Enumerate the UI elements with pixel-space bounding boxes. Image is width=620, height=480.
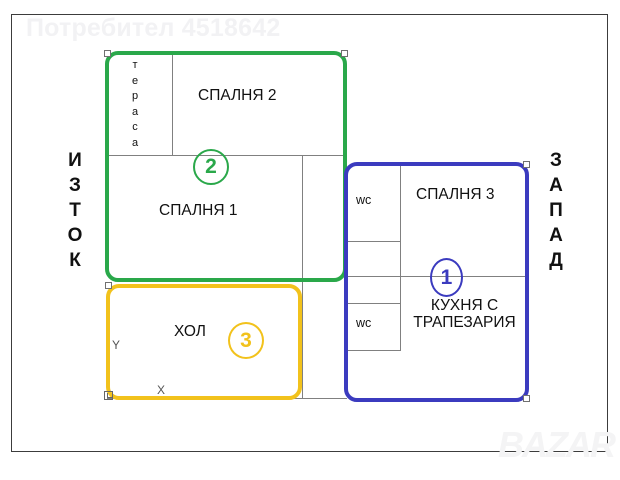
corner-tick-green-tr bbox=[341, 50, 348, 57]
corner-tick-green-tl bbox=[104, 50, 111, 57]
bazar-watermark: BAZAR bbox=[498, 424, 616, 465]
unit-outline-1[interactable] bbox=[344, 162, 529, 402]
room-label-bedroom-3: СПАЛНЯ 3 bbox=[416, 186, 495, 203]
unit-outline-3[interactable] bbox=[106, 284, 302, 400]
corner-tick-yellow-tl bbox=[105, 282, 112, 289]
wall-wc-top-bottom bbox=[346, 241, 401, 243]
room-label-bedroom-1: СПАЛНЯ 1 bbox=[159, 202, 238, 219]
corner-tick-blue-br bbox=[523, 395, 530, 402]
room-label-wc-bottom: wc bbox=[356, 316, 372, 330]
drawing-frame bbox=[11, 14, 608, 452]
unit-badge-1[interactable]: 1 bbox=[430, 258, 463, 297]
wall-bedroom2-bedroom1 bbox=[107, 155, 345, 157]
wall-wc-corridor-2 bbox=[346, 303, 401, 305]
room-label-kitchen-dining: КУХНЯ С ТРАПЕЗАРИЯ bbox=[413, 297, 516, 331]
unit-badge-2[interactable]: 2 bbox=[193, 149, 229, 185]
room-label-wc-top: wc bbox=[356, 193, 372, 207]
room-label-terrace: т е р а с а bbox=[131, 59, 139, 149]
corner-tick-blue-tr bbox=[523, 161, 530, 168]
wall-terrace-divider bbox=[172, 53, 174, 155]
unit-outline-2[interactable] bbox=[105, 51, 347, 282]
wall-bedroom1-right bbox=[302, 155, 304, 398]
compass-label-east: И З Т О К bbox=[67, 150, 83, 271]
wall-wc-column bbox=[400, 164, 402, 350]
uploader-watermark: Потребител 4518642 bbox=[26, 14, 281, 42]
compass-label-west: З А П А Д bbox=[549, 150, 563, 271]
unit-badge-3[interactable]: 3 bbox=[228, 322, 264, 359]
axis-label-y: Y bbox=[112, 338, 121, 352]
room-label-bedroom-2: СПАЛНЯ 2 bbox=[198, 87, 277, 104]
axis-origin-marker bbox=[104, 391, 113, 400]
wall-wc-bottom-edge bbox=[346, 350, 401, 352]
room-label-hall: ХОЛ bbox=[174, 323, 206, 340]
axis-label-x: X bbox=[157, 383, 166, 397]
